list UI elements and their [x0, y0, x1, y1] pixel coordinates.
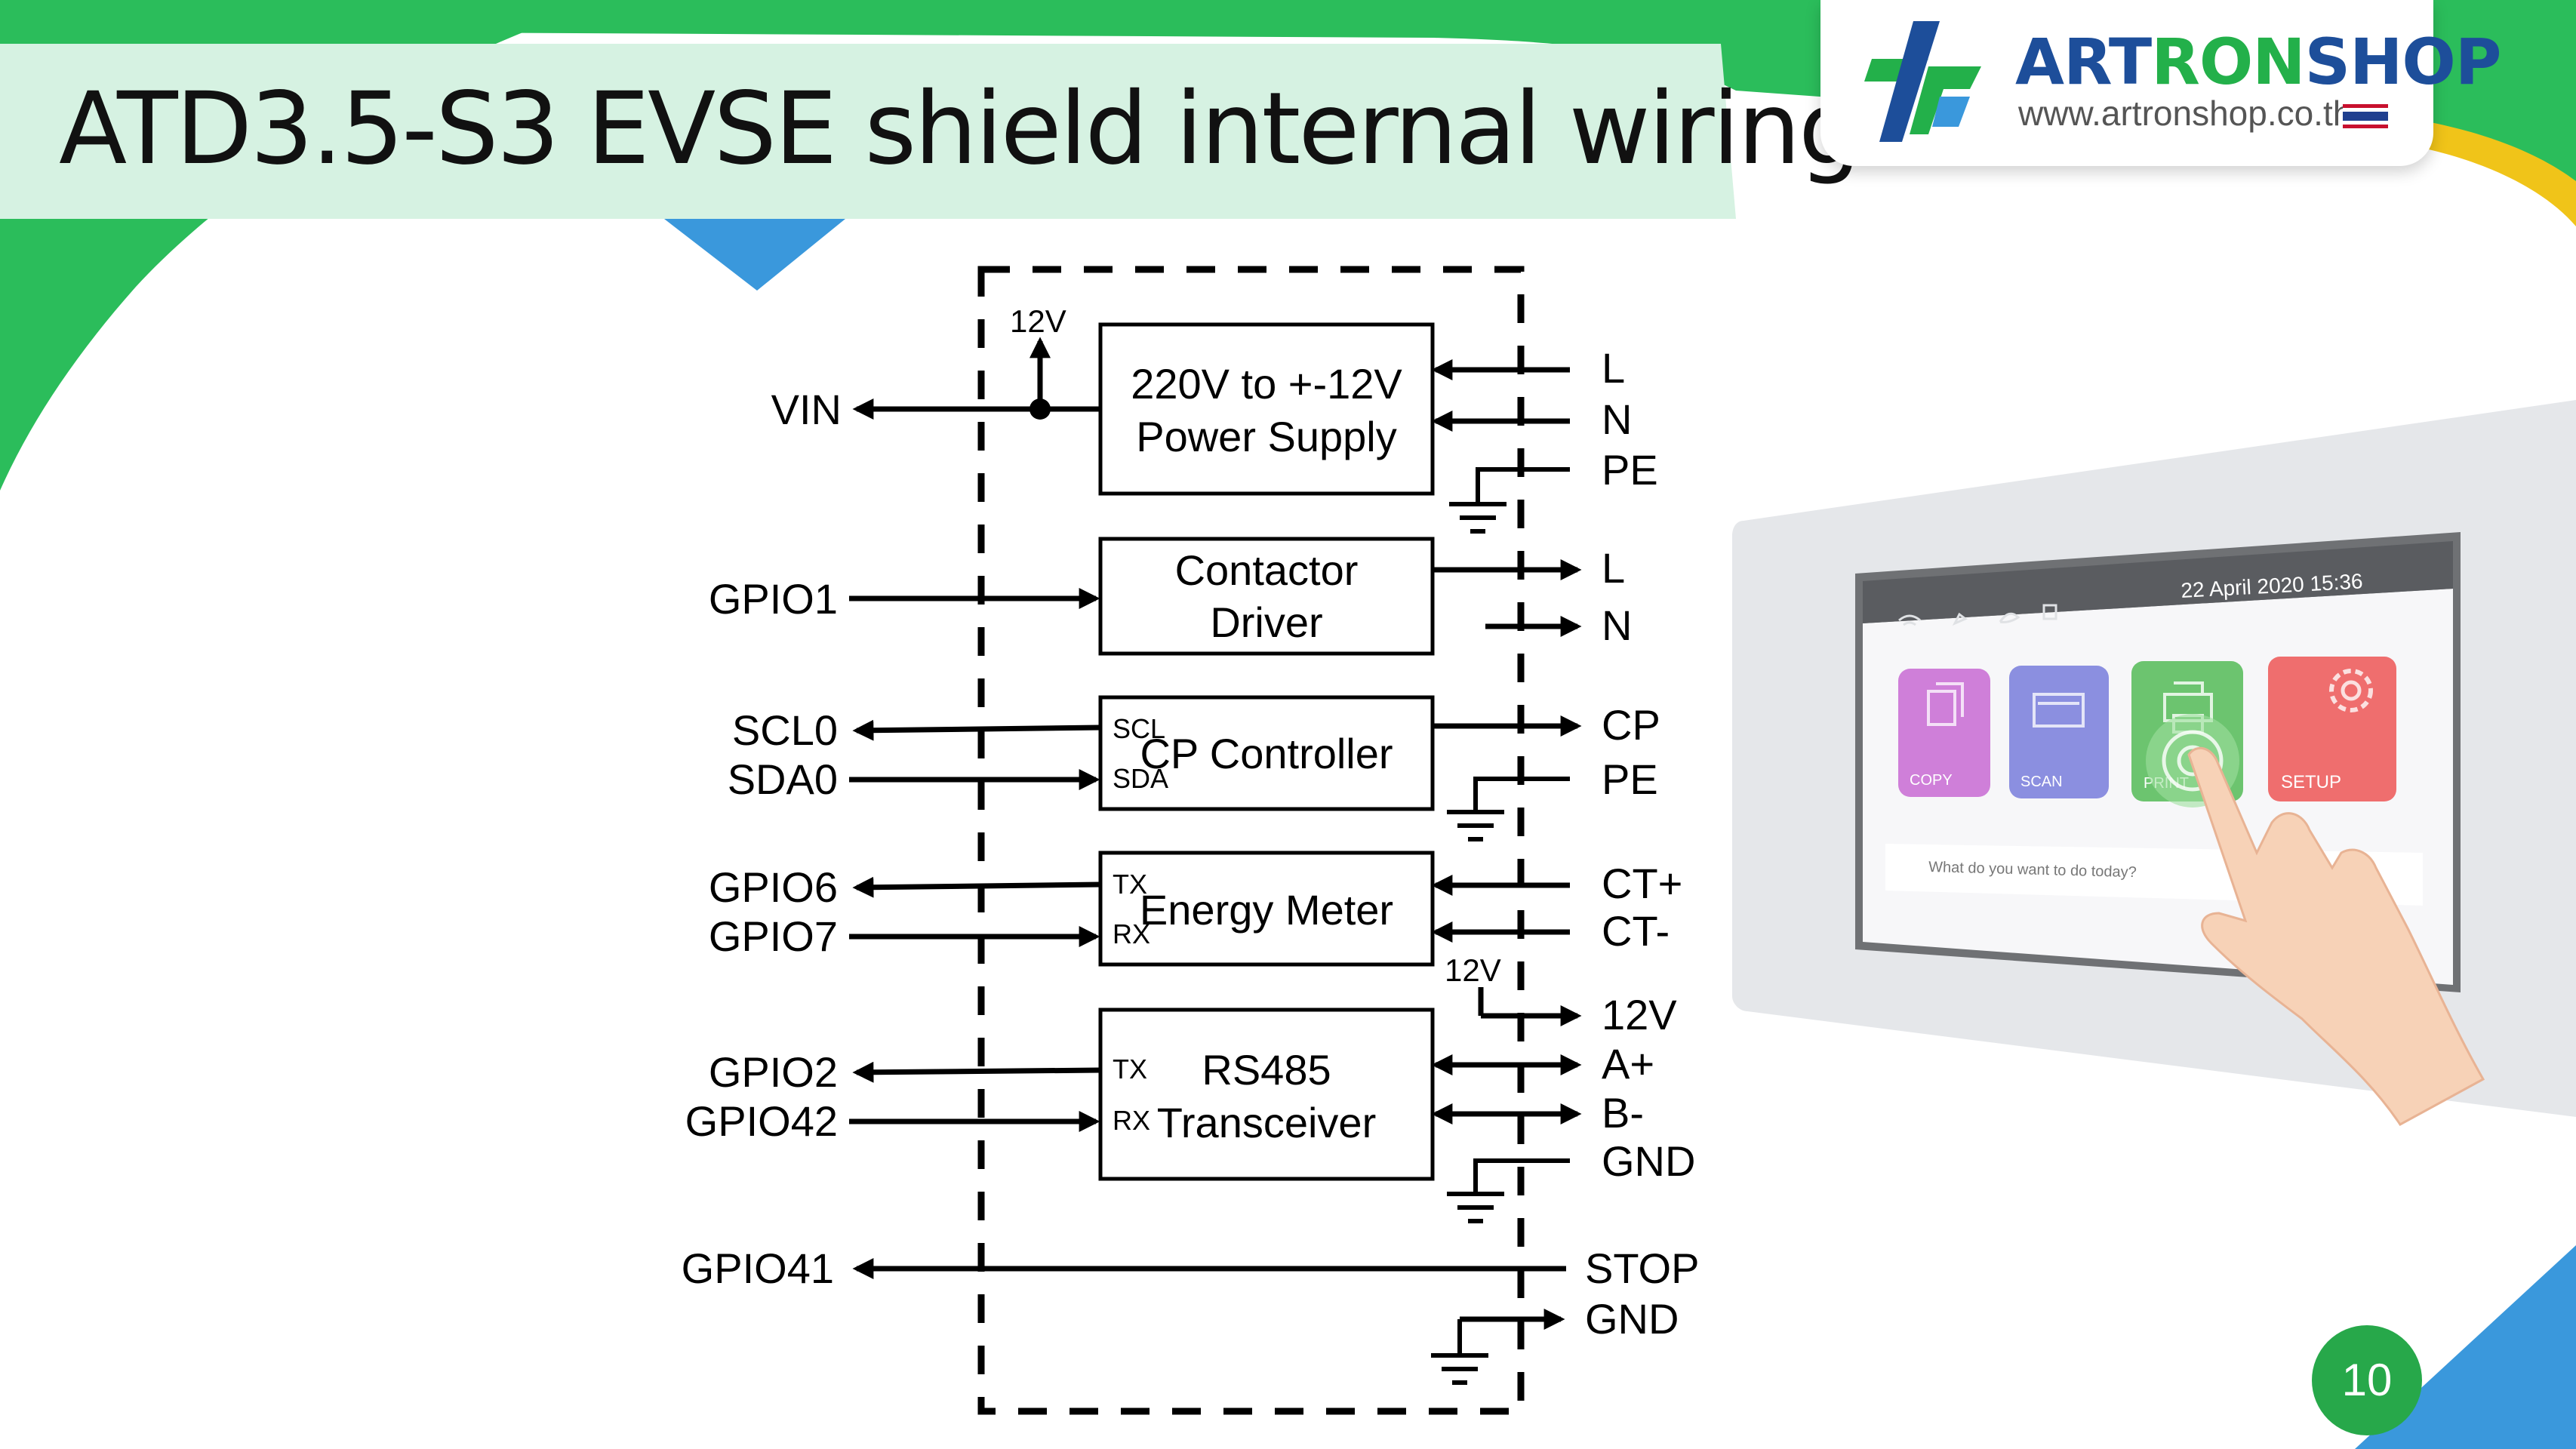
- signal-gpio1: GPIO1: [709, 575, 838, 623]
- scl0-wire: [852, 719, 1101, 741]
- tile-copy-label: COPY: [1910, 772, 1953, 789]
- signal-gnd: GND: [1602, 1137, 1695, 1185]
- rs485-ground-symbol: [1447, 1158, 1570, 1223]
- signal-scl0: SCL0: [732, 706, 838, 754]
- signal-vin: VIN: [771, 386, 842, 433]
- left-12v-label: 12V: [1010, 303, 1066, 339]
- leaf-icon: [1999, 612, 2020, 623]
- phone-icon: [1952, 612, 1968, 626]
- gear-icon-hub: [2341, 680, 2362, 701]
- signal-gpio41: GPIO41: [682, 1244, 834, 1292]
- thai-flag-icon: [2343, 104, 2388, 128]
- tablet-illustration: 22 April 2020 15:36 COPY SCAN PRINT SETU…: [1732, 400, 2576, 1126]
- tile-setup[interactable]: [2268, 657, 2396, 801]
- ps-ground-symbol: [1449, 467, 1570, 534]
- contactor-label-2: Driver: [1210, 598, 1322, 646]
- signal-ctp: CT+: [1602, 860, 1682, 907]
- logo-card: ARTRONSHOP www.artronshop.co.th: [1820, 0, 2501, 166]
- stop-ground-symbol: [1431, 1319, 1488, 1385]
- power-supply-label-1: 220V to +-12V: [1131, 360, 1402, 408]
- tile-setup-label: SETUP: [2281, 772, 2341, 792]
- brand-ron: RON: [2151, 25, 2305, 99]
- brand-art: ART: [2015, 25, 2152, 99]
- status-icons: [1898, 604, 2057, 626]
- signal-ct-n: N: [1602, 601, 1632, 649]
- signal-ct-l: L: [1602, 544, 1625, 592]
- power-supply-label-2: Power Supply: [1136, 413, 1397, 460]
- tile-scan-label: SCAN: [2020, 774, 2063, 790]
- energy-meter-label: Energy Meter: [1140, 886, 1393, 934]
- signal-gpio42: GPIO42: [685, 1097, 838, 1145]
- contactor-label-1: Contactor: [1175, 546, 1359, 594]
- cp-controller-label: CP Controller: [1140, 730, 1393, 777]
- signal-ps-l: L: [1602, 344, 1625, 392]
- signal-cp-pe: PE: [1602, 755, 1658, 803]
- energy-meter-block: [1098, 851, 1435, 967]
- signal-stop: STOP: [1585, 1244, 1699, 1292]
- scan-icon: [2033, 693, 2085, 728]
- cp-ground-symbol: [1447, 777, 1570, 841]
- cp-controller-block: [1098, 695, 1435, 811]
- signal-ps-n: N: [1602, 395, 1632, 443]
- device-icon: [2042, 604, 2057, 620]
- pin-tx-meter: TX: [1113, 869, 1147, 900]
- signal-ap: A+: [1602, 1040, 1654, 1088]
- pin-rx-rs485: RX: [1113, 1105, 1150, 1136]
- pin-rx-meter: RX: [1113, 918, 1150, 949]
- pin-tx-rs485: TX: [1113, 1054, 1147, 1084]
- artronshop-logo-icon: [1864, 21, 1981, 142]
- power-supply-block: [1098, 322, 1435, 496]
- signal-stop-gnd: GND: [1585, 1295, 1679, 1343]
- signal-gpio6: GPIO6: [709, 863, 838, 911]
- signal-ctm: CT-: [1602, 907, 1670, 955]
- contactor-block: [1098, 537, 1435, 656]
- rs485-label-1: RS485: [1202, 1046, 1331, 1094]
- brand-url: www.artronshop.co.th: [2018, 94, 2353, 133]
- pin-scl: SCL: [1113, 713, 1165, 744]
- blue-triangle: [664, 219, 845, 291]
- touch-ripple-inner: [2162, 730, 2224, 792]
- gear-icon: [2329, 669, 2373, 712]
- rs485-block: [1098, 1008, 1435, 1181]
- slide-title: ATD3.5-S3 EVSE shield internal wiring: [59, 71, 1862, 187]
- signal-cp: CP: [1602, 701, 1660, 749]
- signal-v12: 12V: [1602, 991, 1677, 1038]
- pale-header-band: [0, 44, 1736, 219]
- signal-gpio7: GPIO7: [709, 912, 838, 960]
- signal-ps-pe: PE: [1602, 446, 1658, 494]
- pointing-hand: [2187, 746, 2485, 1126]
- tile-copy[interactable]: [1898, 669, 1990, 797]
- pin-sda: SDA: [1113, 763, 1168, 794]
- wifi-icon: [1898, 614, 1921, 626]
- shield-boundary: [977, 266, 1525, 1415]
- yellow-right-swoosh: [2400, 117, 2576, 226]
- signal-gpio2: GPIO2: [709, 1048, 838, 1096]
- copy-icon: [1927, 682, 1964, 726]
- rs485-label-2: Transceiver: [1157, 1099, 1376, 1146]
- brand-shop: SHOP: [2304, 25, 2502, 99]
- signal-bm: B-: [1602, 1089, 1644, 1137]
- gpio2-wire: [852, 1061, 1101, 1083]
- tablet-status-bar: [1863, 541, 2453, 623]
- signal-sda0: SDA0: [728, 755, 838, 803]
- gpio6-wire: [852, 876, 1101, 898]
- brand-name: ARTRONSHOP: [2015, 24, 2501, 100]
- right-12v-rail-label: 12V: [1445, 952, 1501, 988]
- page-number-badge: 10: [2312, 1325, 2422, 1435]
